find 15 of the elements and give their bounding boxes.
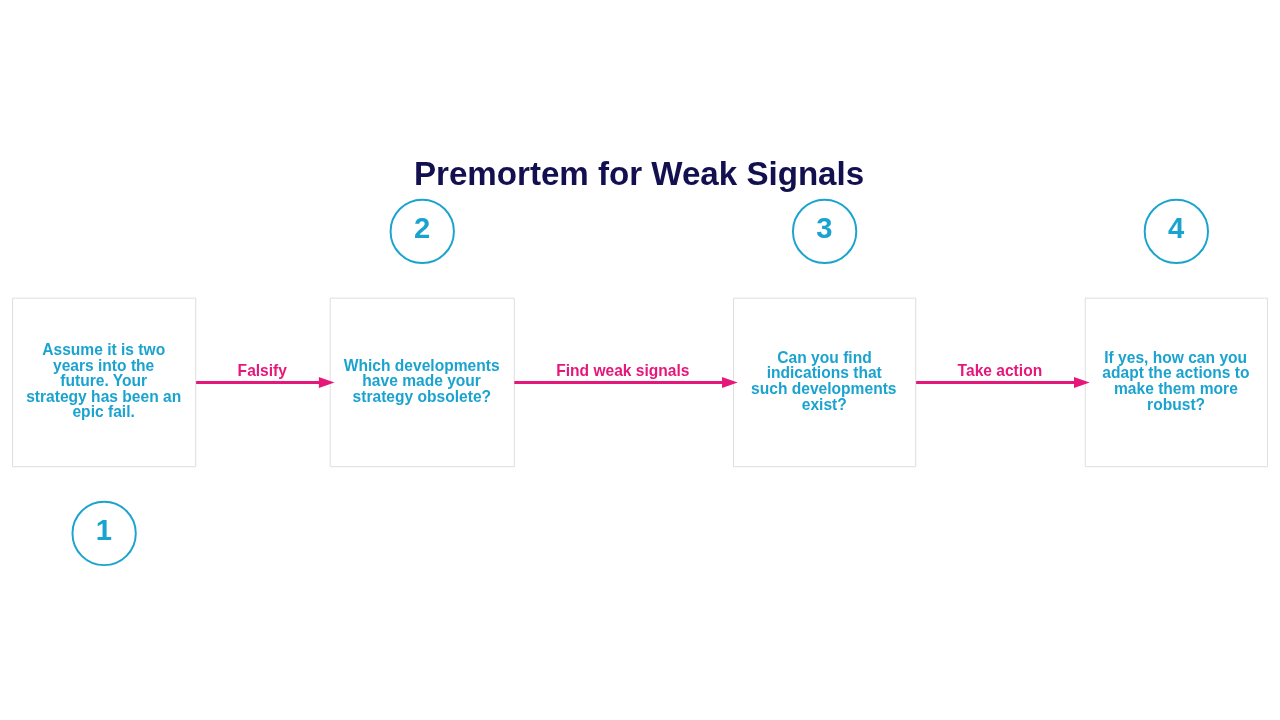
arrow [514, 376, 738, 388]
node-box: Assume it is two years into the future. Your strategy has been an epic fail. [12, 297, 197, 467]
node-box: Which developments have made your strategy obsolete? [329, 297, 515, 467]
edge-label: Take action [957, 361, 1043, 379]
node-box: Can you find indications that such developments exist? [733, 297, 917, 467]
node-circle: 2 [389, 198, 455, 264]
node-box: If yes, how can you adapt the actions to make them more robust? [1084, 297, 1268, 467]
node-circle: 3 [792, 198, 858, 264]
node-circle: 4 [1143, 198, 1209, 264]
edge-label: Falsify [237, 361, 287, 379]
arrow [916, 376, 1090, 388]
edge-label: Find weak signals [556, 361, 690, 379]
arrow [196, 376, 335, 388]
node-circle: 1 [71, 500, 137, 566]
diagram-title: Premortem for Weak Signals [413, 154, 865, 192]
